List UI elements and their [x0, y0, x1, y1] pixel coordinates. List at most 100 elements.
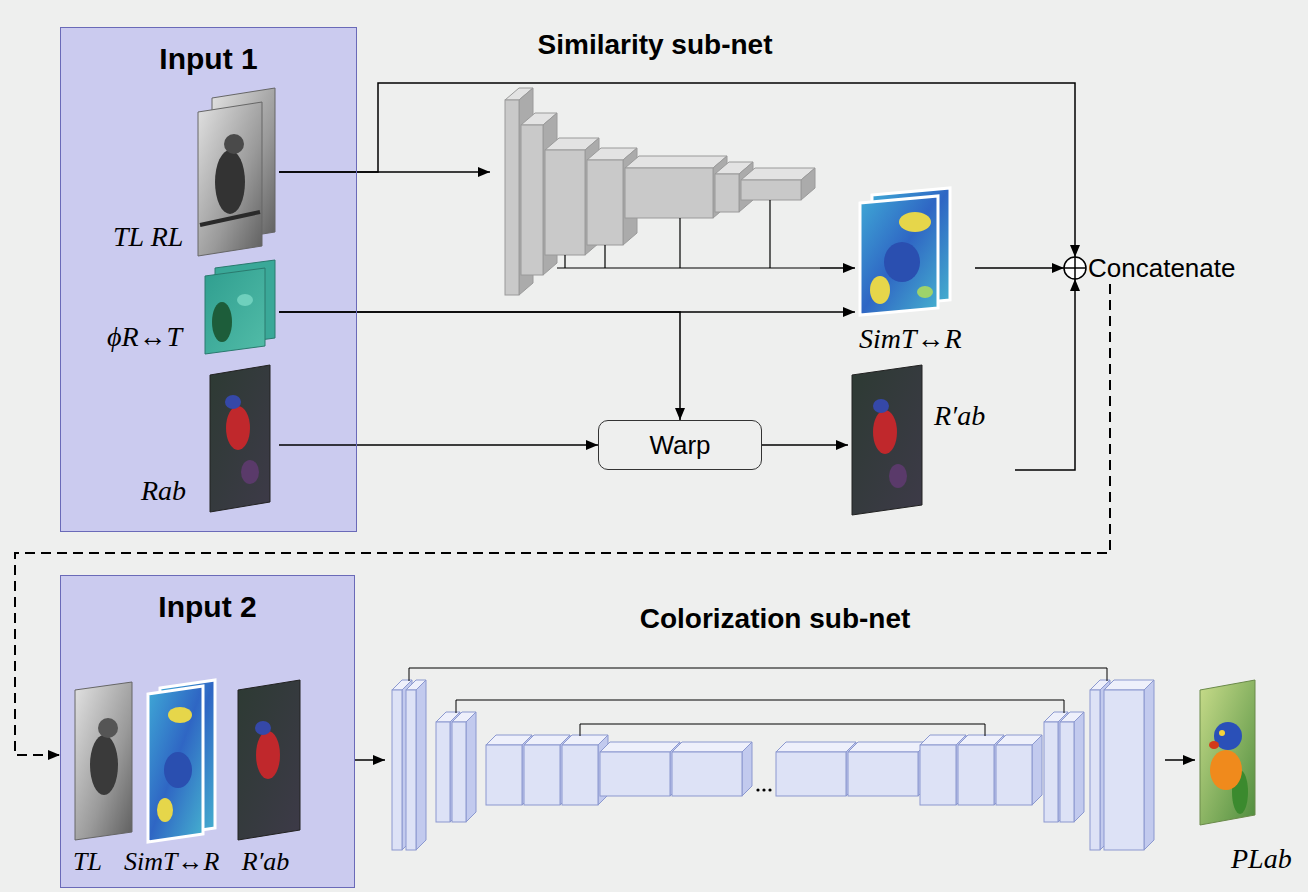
similarity-network [564, 255, 565, 268]
panel-heading: Input 2 [158, 590, 256, 624]
gray-image-stack [198, 88, 275, 256]
math-label: TL RL [113, 221, 183, 253]
colorization-network [1060, 722, 1074, 822]
similarity-map-stack [917, 286, 933, 298]
gray-image-stack [215, 150, 245, 214]
text-slot: R′ab [934, 400, 985, 432]
input2-images [148, 686, 203, 842]
warped-ab-image [889, 464, 907, 488]
input2-images [75, 680, 300, 842]
colorization-network [1090, 690, 1100, 850]
dashed-connector [15, 284, 1110, 755]
feature-map: SimT↔R [855, 185, 975, 360]
warped-ab-image [873, 399, 889, 413]
connector-arrow [279, 83, 1075, 257]
feature-map: R′ab [848, 362, 1015, 522]
colorization-network [996, 745, 1032, 805]
concatenate-symbol [1064, 257, 1086, 279]
connector-arrow [279, 444, 598, 446]
colorization-network [409, 668, 1107, 736]
similarity-network [505, 88, 815, 295]
similarity-map-stack [899, 212, 931, 232]
similarity-network [769, 200, 770, 268]
input2-images [168, 707, 192, 723]
colorization-network [776, 752, 846, 796]
text-slot: TL RL [113, 221, 183, 253]
colorization-network [1032, 735, 1042, 805]
gray-image-stack [200, 212, 260, 225]
warped-ab-image [852, 365, 922, 515]
text-slot: ϕR↔T [107, 321, 182, 353]
colorization-network [392, 668, 1154, 850]
colorization-network [409, 668, 1107, 681]
output-image [1200, 680, 1255, 825]
image-stack: TL RL [101, 89, 279, 259]
colorization-network [672, 752, 742, 796]
input2-images [98, 718, 118, 738]
panel-fill [60, 27, 357, 532]
colorization-network [768, 788, 771, 791]
network: Colorization sub-net [385, 595, 1165, 865]
similarity-map-stack [860, 196, 938, 315]
panel-heading: Input 1 [159, 42, 257, 76]
flow-field-stack [205, 268, 265, 354]
concatenate-symbol [1064, 257, 1086, 279]
math-label: SimT↔R [859, 323, 962, 355]
similarity-network [715, 174, 739, 212]
colorization-network [562, 745, 598, 805]
flow-field-stack [205, 260, 275, 354]
panel-fill [60, 575, 355, 888]
connector-arrow [1015, 279, 1075, 470]
connector-arrow [279, 312, 680, 420]
text-slot: Input 2 [61, 590, 354, 624]
similarity-map-stack [870, 276, 890, 304]
network: Similarity sub-net [490, 25, 820, 300]
warped-ab-image [873, 410, 897, 454]
input2-images [157, 798, 173, 822]
colorization-network [406, 690, 416, 850]
network-title: Colorization sub-net [640, 603, 911, 635]
ab-image [241, 460, 259, 484]
colorization-network [524, 745, 560, 805]
connector-arrow [355, 759, 385, 761]
similarity-map-stack [884, 242, 920, 282]
flow-field-stack [212, 302, 232, 342]
input2-images [256, 731, 280, 779]
colorization-network [580, 724, 985, 736]
concat-node: Concatenate [1062, 252, 1260, 284]
input2-images [75, 682, 132, 840]
colorization-network [756, 788, 759, 791]
similarity-network [604, 245, 605, 268]
ab-image: Rab [131, 363, 279, 516]
input2-images [164, 752, 192, 788]
colorization-network [848, 752, 918, 796]
text-slot: Warp [599, 429, 761, 461]
output-image [1200, 680, 1255, 825]
math-label: Rab [141, 475, 186, 507]
ab-image [210, 365, 270, 512]
process-label: Warp [649, 429, 710, 461]
colorization-network [392, 690, 402, 850]
input2-images [238, 680, 300, 840]
colorization-network [742, 742, 752, 796]
colorization-network [416, 680, 426, 850]
output-image [1210, 750, 1242, 790]
colorization-network [456, 700, 1064, 713]
ab-image [225, 395, 241, 409]
math-label: PLab [1231, 843, 1292, 875]
colorization-network [466, 712, 476, 822]
text-slot: Similarity sub-net [490, 29, 820, 61]
input2-images [90, 735, 118, 795]
colorization-network [600, 742, 680, 752]
similarity-network [801, 168, 815, 200]
similarity-network [521, 125, 543, 275]
warped-ab-image [852, 365, 922, 515]
flow-field-stack [237, 294, 253, 306]
ab-image [226, 406, 250, 450]
colorization-network [486, 745, 522, 805]
operator-label: Concatenate [1088, 252, 1235, 284]
similarity-network [545, 150, 585, 255]
colorization-network [436, 722, 450, 822]
colorization-network [848, 742, 928, 752]
